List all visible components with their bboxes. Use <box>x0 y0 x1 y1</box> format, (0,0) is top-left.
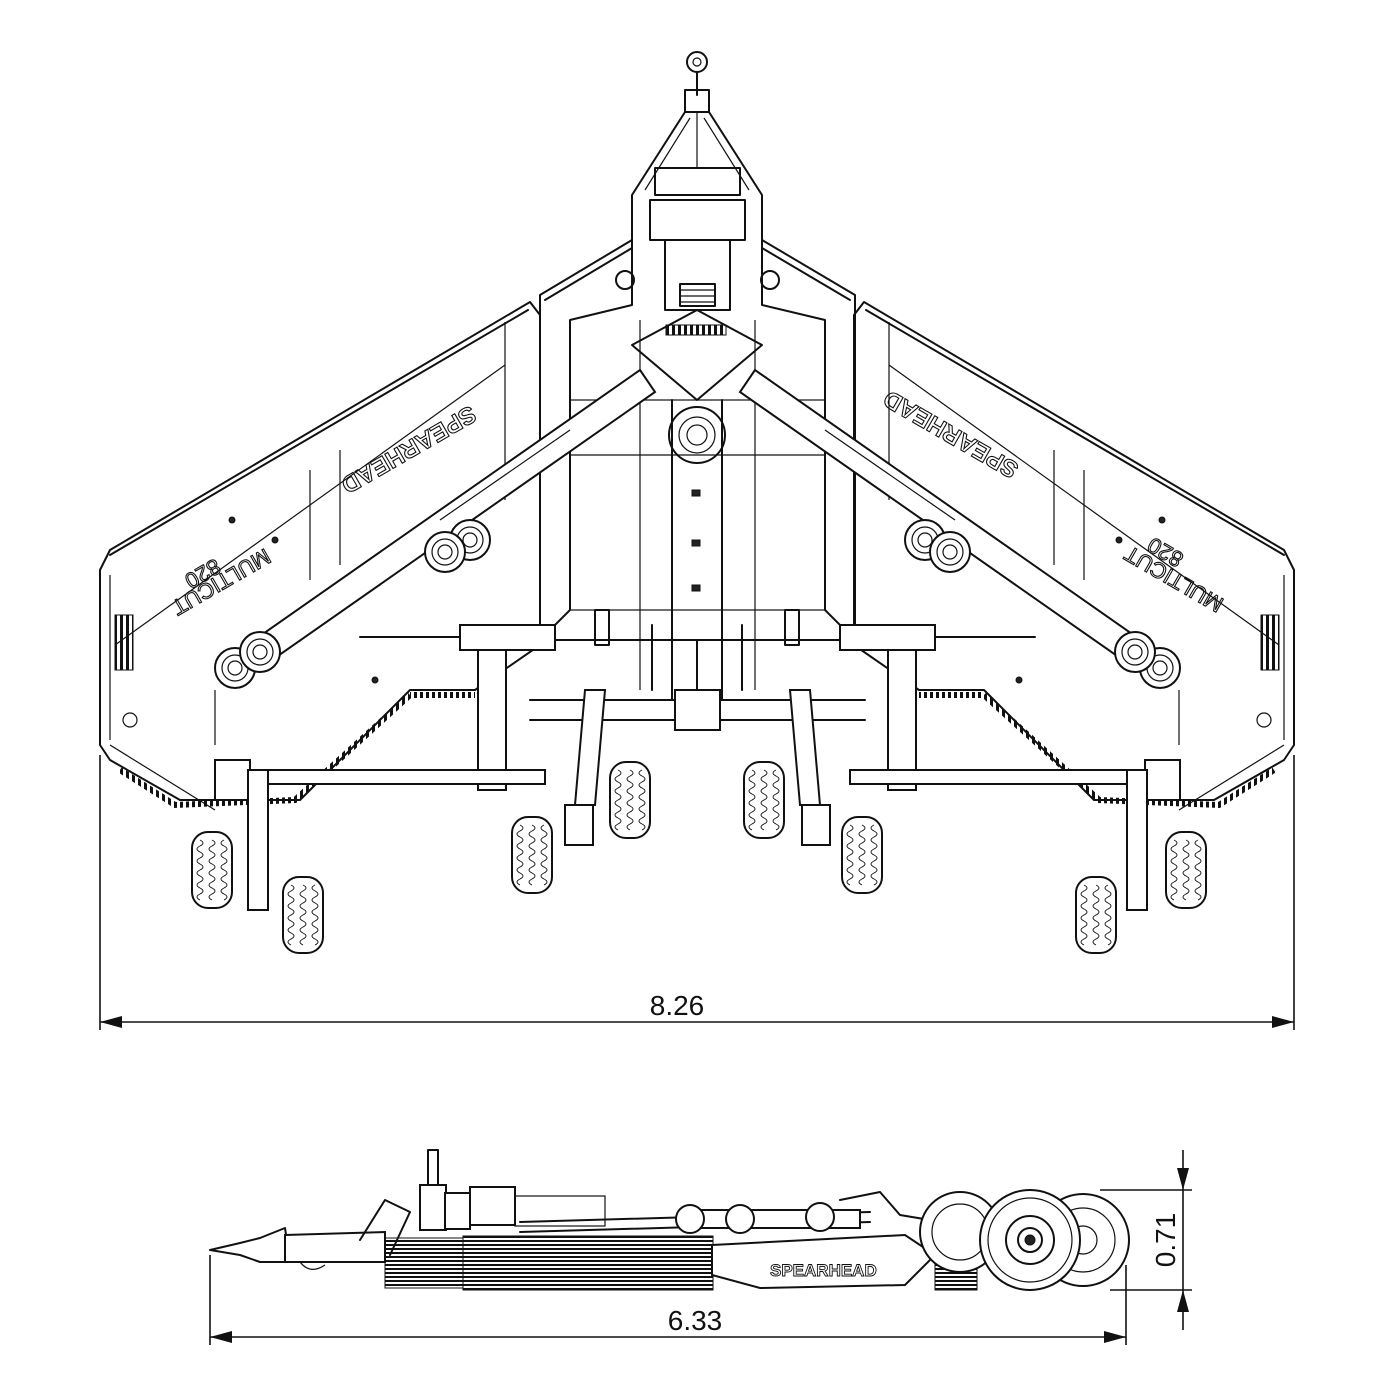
right-driveshaft <box>738 368 1181 689</box>
height-dimension: 0.71 <box>1100 1150 1192 1330</box>
side-wheels <box>919 1189 1130 1291</box>
side-hitch <box>209 1199 411 1270</box>
side-frame <box>419 1149 981 1236</box>
wheel <box>841 816 883 894</box>
top-view-drawing: SPEARHEAD MULTICUT 820 SPEARHEAD MULTICU… <box>99 51 1295 1030</box>
hitch-ring <box>684 51 710 113</box>
side-brand-logo: SPEARHEAD <box>770 1261 877 1280</box>
wheel <box>191 831 233 909</box>
left-brand-logo: SPEARHEAD <box>336 400 480 499</box>
length-dimension: 6.33 <box>209 1255 1127 1345</box>
hydraulic-cylinders <box>359 609 1036 691</box>
width-dimension: 8.26 <box>99 755 1295 1030</box>
right-wing-deck <box>853 301 1295 811</box>
width-dimension-label: 8.26 <box>650 990 705 1021</box>
wheels-top-view <box>191 761 1207 954</box>
wheel <box>609 761 651 839</box>
wheel <box>1075 876 1117 954</box>
side-flail-rollers <box>384 1235 978 1291</box>
height-dimension-label: 0.71 <box>1150 1213 1181 1268</box>
right-brand-logo: SPEARHEAD <box>879 384 1023 483</box>
left-model-name: MULTICUT <box>168 544 275 620</box>
wheel-axle-frame <box>214 639 1181 911</box>
drawbar-frame <box>631 111 763 241</box>
left-driveshaft <box>214 368 657 689</box>
length-dimension-label: 6.33 <box>668 1305 723 1336</box>
wheel <box>511 816 553 894</box>
central-gearbox <box>631 239 763 701</box>
wheel <box>743 761 785 839</box>
left-wing-deck <box>99 301 541 811</box>
wheel <box>282 876 324 954</box>
wheel <box>1165 831 1207 909</box>
side-view-drawing: SPEARHEAD 0.71 <box>209 1149 1192 1345</box>
left-wing-branding: SPEARHEAD MULTICUT 820 <box>167 399 481 620</box>
side-deck: SPEARHEAD <box>711 1233 937 1290</box>
